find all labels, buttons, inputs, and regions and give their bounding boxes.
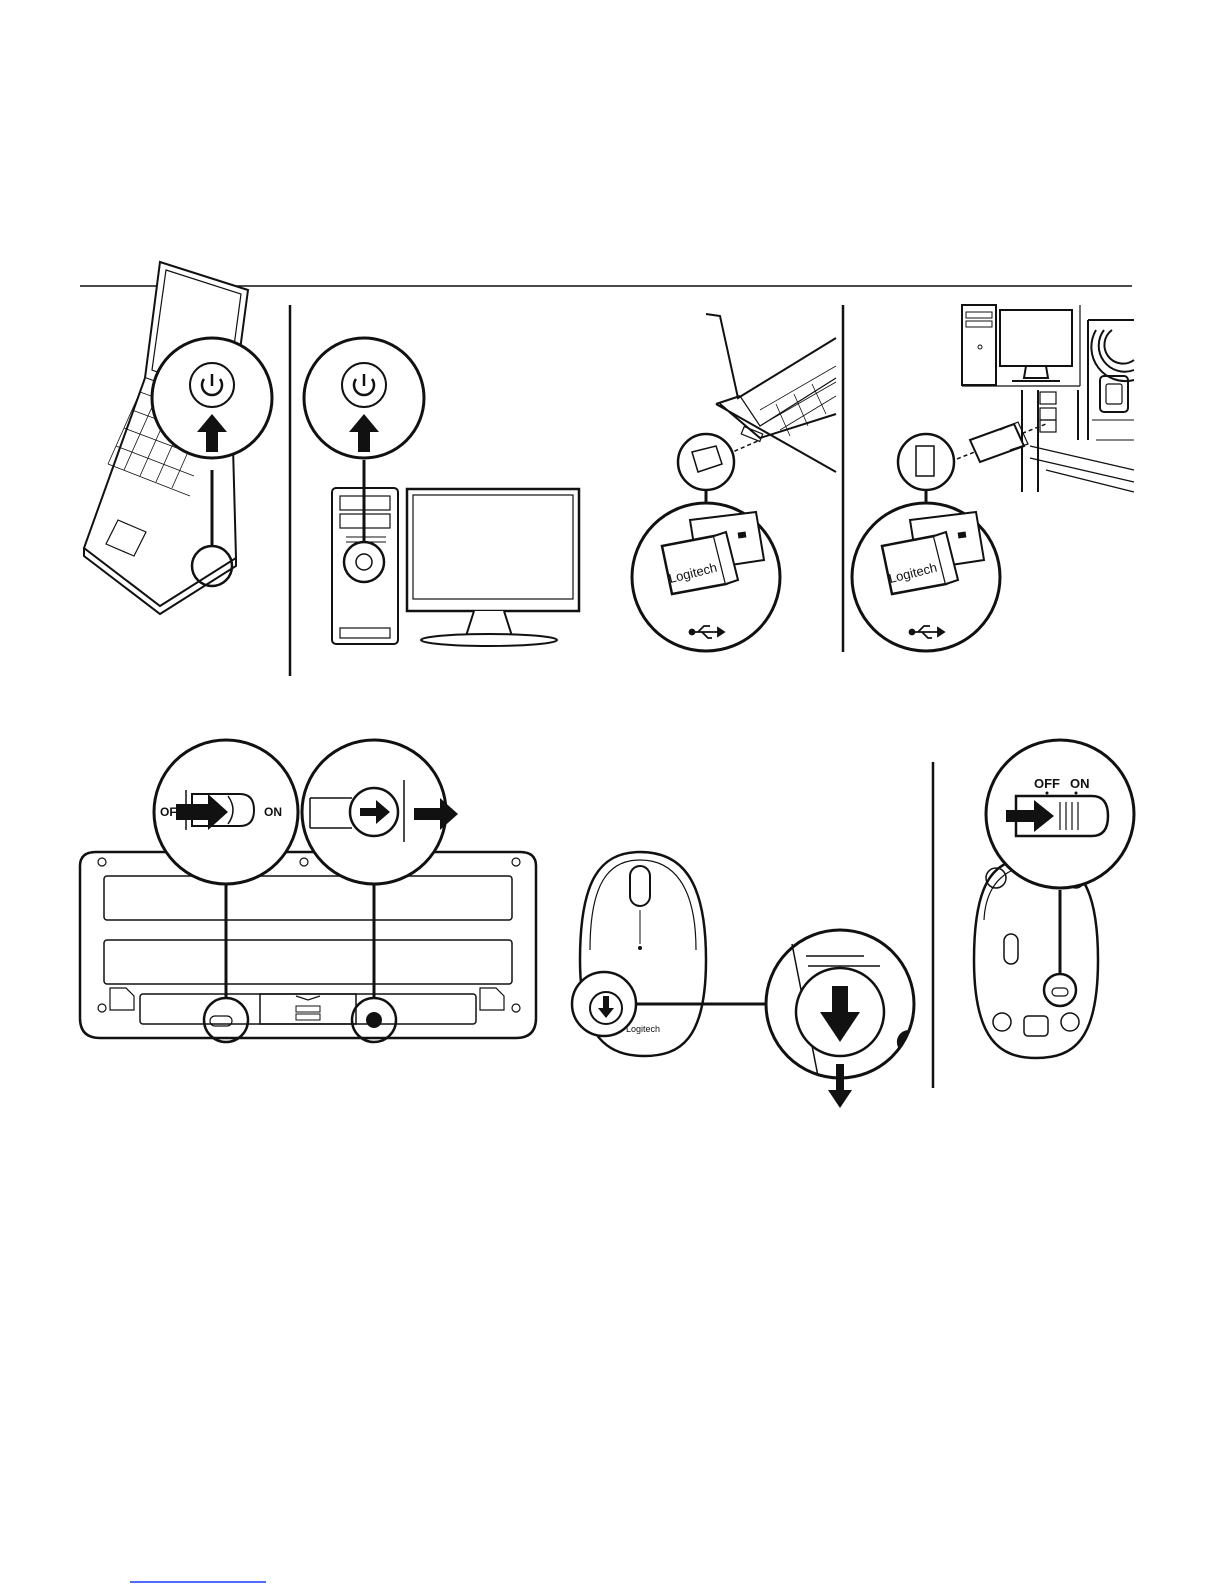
mouse-brand-label: Logitech	[626, 1024, 660, 1034]
receiver-laptop-panel: Logitech	[632, 314, 836, 651]
mouse-switch-panel: OFF ON	[974, 740, 1134, 1058]
mouse-top-panel: Logitech	[572, 852, 914, 1108]
keyboard-on-label: ON	[264, 805, 282, 819]
keyboard-underside-illustration	[80, 852, 536, 1038]
keyboard-off-label: OFF	[160, 805, 184, 819]
mouse-off-label: OFF	[1034, 776, 1060, 791]
mouse-on-label: ON	[1070, 776, 1090, 791]
mini-monitor-illustration	[1000, 310, 1072, 366]
receiver-desktop-panel: Logitech	[852, 305, 1134, 651]
laptop-power-panel	[84, 262, 272, 614]
desktop-power-panel	[304, 338, 579, 646]
keyboard-panel: OFF ON	[80, 740, 536, 1042]
monitor-illustration	[407, 489, 579, 611]
